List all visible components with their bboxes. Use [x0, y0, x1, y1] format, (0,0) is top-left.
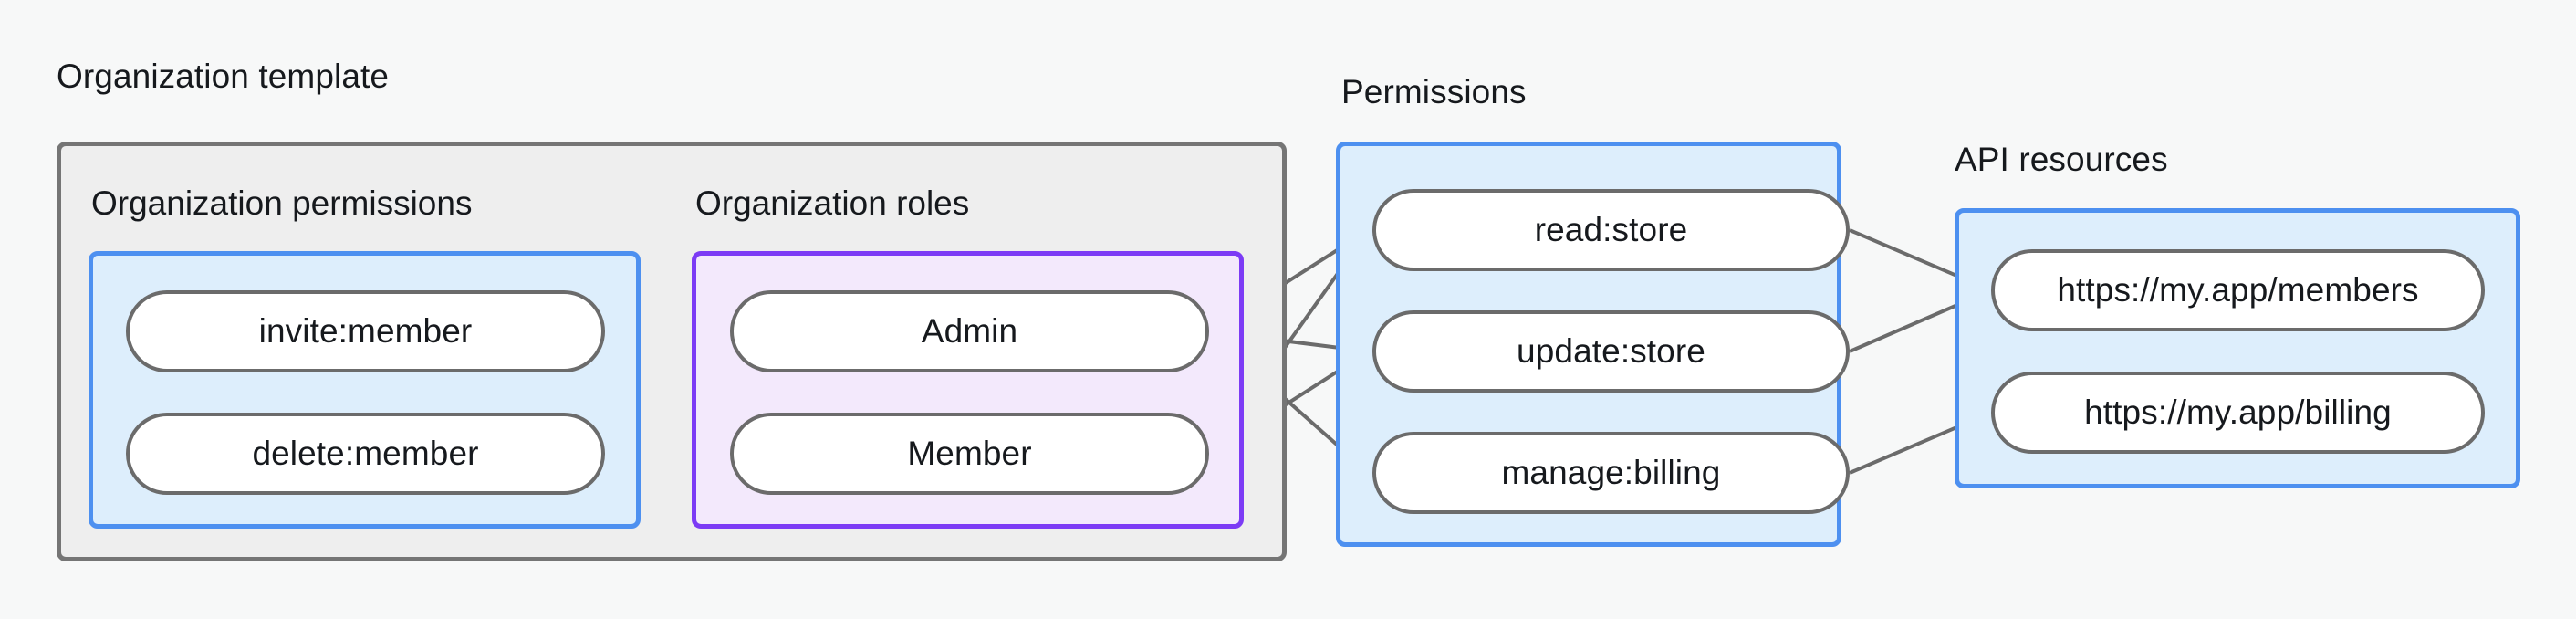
- permissions-label: Permissions: [1341, 73, 1527, 110]
- node-update-store[interactable]: update:store: [1372, 310, 1850, 393]
- node-manage-billing[interactable]: manage:billing: [1372, 432, 1850, 514]
- node-admin[interactable]: Admin: [730, 290, 1209, 372]
- organization-template-label: Organization template: [57, 58, 390, 95]
- node-member[interactable]: Member: [730, 413, 1209, 495]
- node-read-store[interactable]: read:store: [1372, 189, 1850, 271]
- node-delete-member[interactable]: delete:member: [126, 413, 605, 495]
- node-api-billing[interactable]: https://my.app/billing: [1991, 372, 2485, 454]
- node-api-members[interactable]: https://my.app/members: [1991, 249, 2485, 331]
- api-resources-label: API resources: [1955, 141, 2168, 178]
- node-invite-member[interactable]: invite:member: [126, 290, 605, 372]
- organization-permissions-label: Organization permissions: [91, 184, 473, 222]
- organization-roles-label: Organization roles: [695, 184, 970, 222]
